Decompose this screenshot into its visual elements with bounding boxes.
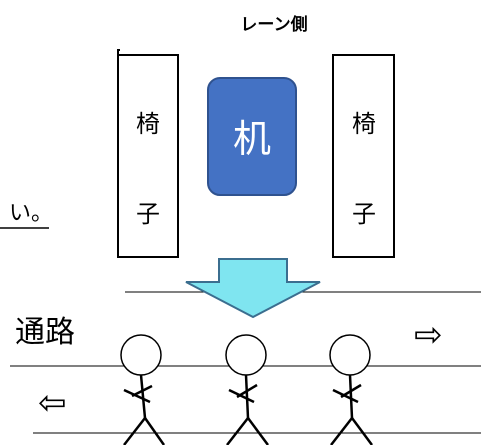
desk: 机 bbox=[207, 77, 297, 196]
right-chair: 椅 子 bbox=[332, 54, 395, 258]
fragment-text: い。 bbox=[9, 201, 53, 226]
down-arrow-icon bbox=[185, 258, 321, 319]
left-arrow-icon: ⇦ bbox=[38, 383, 67, 423]
stick-figure-2 bbox=[225, 334, 270, 445]
left-chair-char2: 子 bbox=[136, 200, 160, 228]
left-chair: 椅 子 bbox=[117, 49, 179, 258]
right-chair-char2: 子 bbox=[352, 200, 376, 228]
stick-figure-1 bbox=[120, 334, 166, 445]
left-chair-char1: 椅 bbox=[136, 110, 160, 138]
lane-side-label: レーン側 bbox=[240, 14, 307, 35]
aisle-label: 通路 bbox=[15, 315, 75, 350]
right-chair-char1: 椅 bbox=[352, 110, 376, 138]
text-fragment: い。 bbox=[0, 201, 53, 229]
stick-figure-3 bbox=[329, 334, 374, 445]
right-arrow-icon: ⇨ bbox=[414, 315, 443, 355]
desk-label: 机 bbox=[233, 117, 271, 161]
